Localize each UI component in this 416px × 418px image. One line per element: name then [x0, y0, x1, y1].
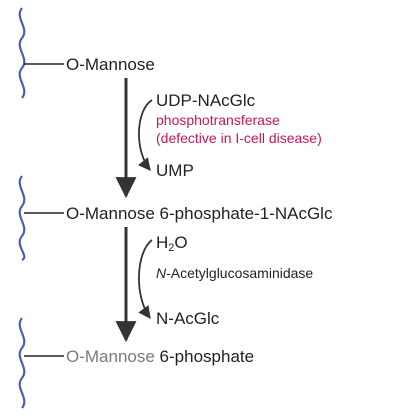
protein-backbone-1 [18, 7, 26, 99]
donor-udp-nacglc: UDP-NAcGlc [156, 91, 256, 110]
byproduct-n-acglc: N-AcGlc [156, 309, 220, 328]
protein-backbone-3 [18, 317, 26, 409]
substrate-o-mannose: O-Mannose [66, 55, 155, 74]
product-o-mannose-label: O-Mannose [66, 347, 155, 366]
enzyme-prefix-n: N [156, 265, 167, 281]
byproduct-ump: UMP [156, 161, 194, 180]
substrate-o-mannose-6-phosphate-nacglc: O-Mannose 6-phosphate-1-NAcGlc [66, 204, 333, 223]
enzyme-note-i-cell-disease: (defective in I-cell disease) [156, 130, 322, 146]
side-curve-2 [138, 239, 153, 320]
protein-backbone-2 [18, 175, 26, 261]
side-curve-1 [138, 99, 153, 171]
water-subscript: 2 [168, 242, 175, 254]
product-6-phosphate-label: 6-phosphate [154, 347, 255, 366]
water-o: O [174, 233, 188, 252]
enzyme-phosphotransferase: phosphotransferase [156, 112, 280, 128]
enzyme-name-rest: -Acetylglucosaminidase [166, 265, 314, 281]
water-h: H [156, 233, 169, 252]
reactant-water: H2O [156, 233, 188, 254]
enzyme-n-acetylglucosaminidase: N-Acetylglucosaminidase [156, 266, 313, 280]
product-o-mannose-6-phosphate: O-Mannose 6-phosphate [66, 348, 254, 365]
